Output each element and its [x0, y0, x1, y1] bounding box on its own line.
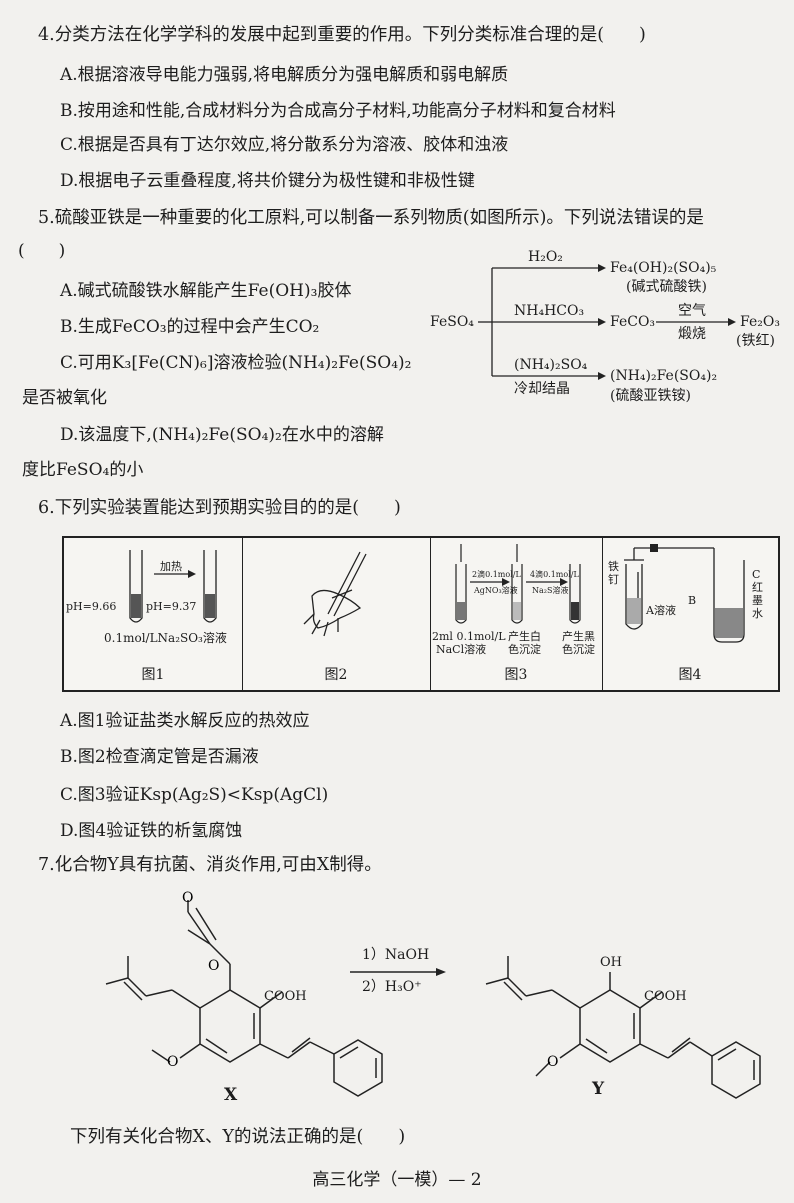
scheme-product-4-name: (硫酸亚铁铵)	[610, 388, 691, 404]
q6-option-d: D.图4验证铁的析氢腐蚀	[60, 821, 243, 841]
q5-option-d-cont: 度比FeSO₄的小	[22, 460, 144, 480]
scheme-reagent-3-top: 空气	[678, 303, 706, 319]
scheme-product-1-name: (碱式硫酸铁)	[626, 279, 707, 295]
q6-option-a: A.图1验证盐类水解反应的热效应	[60, 711, 310, 731]
x-methoxy-o: O	[167, 1054, 178, 1070]
fig3-caption: 图3	[504, 667, 528, 683]
x-carbonyl-o: O	[182, 890, 193, 906]
q5-option-b: B.生成FeCO₃的过程中会产生CO₂	[60, 317, 320, 337]
fig1-ph-before: pH=9.66	[66, 600, 117, 613]
fig3-reagent-1b: AgNO₃溶液	[474, 586, 518, 595]
compound-y-label: Y	[592, 1079, 605, 1099]
figure-3-drawing	[455, 544, 581, 624]
fig3-result-2: 产生黑	[562, 630, 595, 643]
q7-question: 下列有关化合物X、Y的说法正确的是( )	[70, 1127, 406, 1147]
fig3-solution-b: NaCl溶液	[436, 643, 487, 656]
q5-option-c-cont: 是否被氧化	[22, 388, 107, 408]
page-footer: 高三化学（一模）— 2	[312, 1170, 482, 1190]
fig4-ink-3: 水	[752, 607, 763, 620]
reaction-scheme: FeSO₄ H₂O₂ Fe₄(OH)₂(SO₄)₅ (碱式硫酸铁) NH₄HCO…	[430, 244, 780, 414]
fig3-reagent-2b: Na₂S溶液	[532, 586, 569, 595]
fig4-caption: 图4	[678, 667, 702, 683]
fig1-ph-after: pH=9.37	[146, 600, 197, 613]
scheme-product-3: Fe₂O₃	[740, 314, 780, 330]
figure-4: 铁 钉 A溶液 B C 红 墨 水 图4	[602, 538, 778, 690]
fig1-caption: 图1	[141, 667, 165, 683]
scheme-reagent-1: H₂O₂	[528, 249, 563, 265]
fig3-result-1: 产生白	[508, 630, 541, 643]
reaction-condition-1: 1）NaOH	[362, 947, 430, 963]
fig3-reagent-1: 2滴0.1mol/L	[472, 570, 521, 579]
fig3-result-2b: 色沉淀	[562, 643, 595, 656]
scheme-product-2: FeCO₃	[610, 314, 656, 330]
fig1-heat-label: 加热	[160, 560, 182, 573]
y-methoxy-o: O	[547, 1054, 558, 1070]
q5-option-c: C.可用K₃[Fe(CN)₆]溶液检验(NH₄)₂Fe(SO₄)₂	[60, 353, 412, 373]
q4-stem: 4.分类方法在化学学科的发展中起到重要的作用。下列分类标准合理的是( )	[38, 25, 646, 45]
fig4-label-b: B	[688, 594, 697, 607]
q6-stem: 6.下列实验装置能达到预期实验目的的是( )	[38, 498, 401, 518]
scheme-reagent-2: NH₄HCO₃	[514, 303, 585, 319]
fig3-solution: 2ml 0.1mol/L	[432, 630, 506, 643]
reaction-structures: O O O O	[105, 890, 761, 1099]
y-oh: OH	[600, 955, 622, 970]
fig3-result-1b: 色沉淀	[508, 643, 541, 656]
figure-1: 加热 pH=9.66 pH=9.37 0.1mol/LNa₂SO₃溶液 图1	[64, 538, 243, 690]
q5-paren: ( )	[18, 241, 66, 261]
scheme-reagent-3-bottom: 煅烧	[678, 326, 706, 342]
fig2-caption: 图2	[324, 667, 348, 683]
fig4-ink-1: 红	[752, 581, 763, 594]
scheme-product-4: (NH₄)₂Fe(SO₄)₂	[610, 368, 718, 384]
q4-option-d: D.根据电子云重叠程度,将共价键分为极性键和非极性键	[60, 171, 475, 191]
q6-option-c: C.图3验证Ksp(Ag₂S)<Ksp(AgCl)	[60, 785, 329, 805]
burette-hand-drawing	[303, 551, 367, 637]
x-cooh: COOH	[264, 989, 307, 1004]
figure-3: 2滴0.1mol/L AgNO₃溶液 4滴0.1mol/L Na₂S溶液 2ml…	[430, 538, 603, 690]
scheme-product-1: Fe₄(OH)₂(SO₄)₅	[610, 260, 717, 276]
experiment-figures: 加热 pH=9.66 pH=9.37 0.1mol/LNa₂SO₃溶液 图1 图…	[62, 536, 780, 692]
figure-4-drawing	[624, 544, 745, 643]
x-o-atom: O	[208, 958, 219, 974]
scheme-start: FeSO₄	[430, 314, 474, 330]
fig3-reagent-2: 4滴0.1mol/L	[530, 570, 579, 579]
q5-option-a: A.碱式硫酸铁水解能产生Fe(OH)₃胶体	[60, 281, 352, 301]
q6-option-b: B.图2检查滴定管是否漏液	[60, 747, 259, 767]
fig4-ink-2: 墨	[752, 594, 763, 607]
figure-2: 图2	[242, 538, 431, 690]
scheme-reagent-4-top: (NH₄)₂SO₄	[514, 357, 588, 373]
compound-x-label: X	[224, 1085, 238, 1105]
fig4-solution-a: A溶液	[646, 604, 676, 617]
reaction-condition-2: 2）H₃O⁺	[362, 979, 422, 995]
q4-option-b: B.按用途和性能,合成材料分为合成高分子材料,功能高分子材料和复合材料	[60, 101, 616, 121]
figure-1-drawing	[129, 550, 217, 623]
q4-option-a: A.根据溶液导电能力强弱,将电解质分为强电解质和弱电解质	[60, 65, 509, 85]
scheme-arrows	[478, 264, 736, 380]
scheme-product-3-name: (铁红)	[736, 333, 775, 349]
fig4-nail-label-2: 钉	[608, 573, 619, 586]
fig1-solution: 0.1mol/LNa₂SO₃溶液	[104, 631, 227, 645]
q7-stem: 7.化合物Y具有抗菌、消炎作用,可由X制得。	[38, 855, 382, 875]
q4-option-c: C.根据是否具有丁达尔效应,将分散系分为溶液、胶体和浊液	[60, 135, 509, 155]
q5-stem: 5.硫酸亚铁是一种重要的化工原料,可以制备一系列物质(如图所示)。下列说法错误的…	[38, 208, 704, 228]
fig4-label-c: C	[752, 568, 761, 581]
y-cooh: COOH	[644, 989, 687, 1004]
q5-option-d: D.该温度下,(NH₄)₂Fe(SO₄)₂在水中的溶解	[60, 425, 384, 445]
fig4-nail-label: 铁	[608, 560, 619, 573]
scheme-reagent-4-bottom: 冷却结晶	[514, 381, 570, 397]
